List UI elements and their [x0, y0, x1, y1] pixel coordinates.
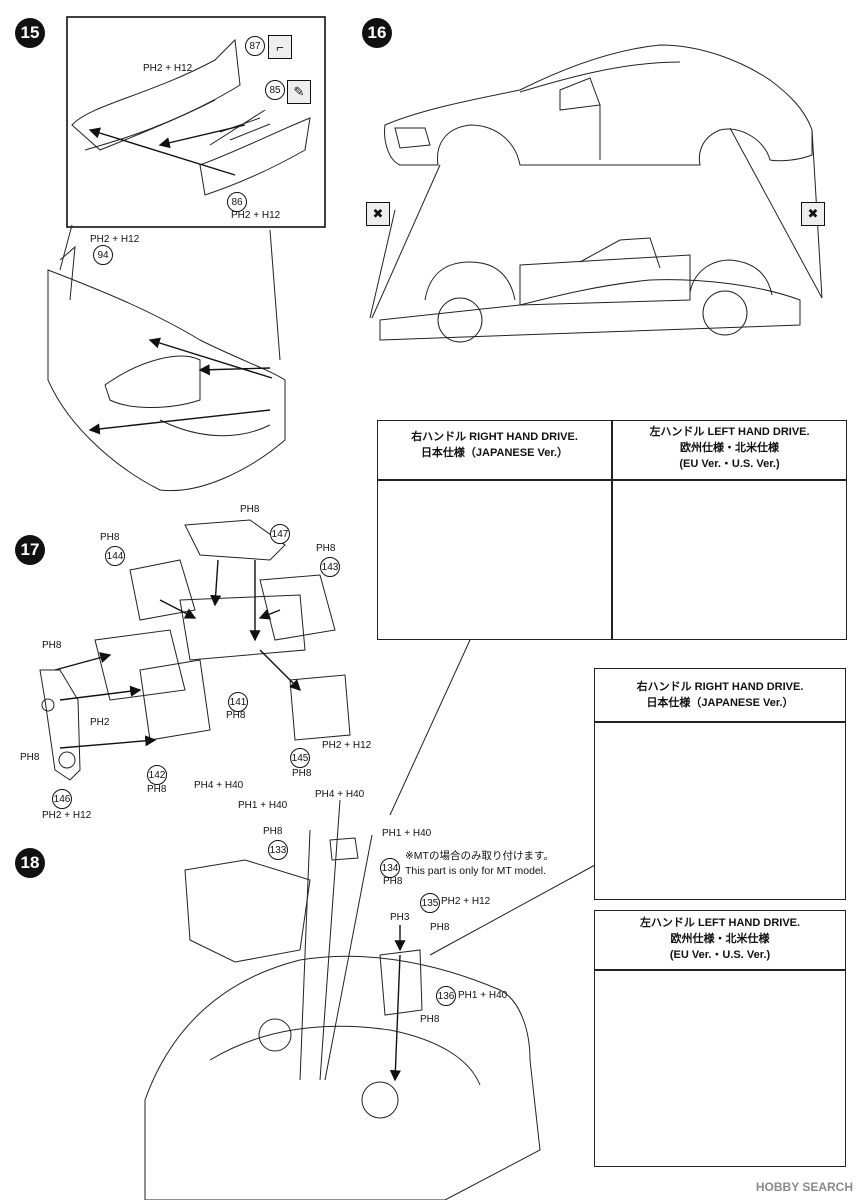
engine-cover-147: [184, 519, 286, 561]
glue-icon: ✎: [287, 80, 311, 104]
engine-left-bank: [94, 629, 186, 701]
engine-assembly-18: [184, 859, 311, 963]
diffuser-outline: [199, 117, 311, 196]
part-135-callout: 135: [420, 893, 440, 913]
paint-code-135c: PH8: [430, 922, 450, 933]
part-85-callout: 85: [265, 80, 285, 100]
paint-code-15a: PH2 + H12: [143, 63, 193, 74]
belt-assembly: [39, 669, 81, 781]
lhd-title-1: 左ハンドル LEFT HAND DRIVE.: [649, 426, 810, 438]
rhd-header-2: 右ハンドル RIGHT HAND DRIVE. 日本仕様（JAPANESE Ve…: [595, 679, 845, 711]
part-87-callout: 87: [245, 36, 265, 56]
part-145: [289, 674, 351, 741]
part-134-callout: 134: [380, 858, 400, 878]
part-133-callout: 133: [268, 840, 288, 860]
part-144: [129, 559, 196, 621]
lhd-subtitle-2: 欧州仕様・北米仕様: [670, 933, 770, 945]
paint-code-142a: PH4 + H40: [194, 780, 244, 791]
part-86-callout: 86: [227, 192, 247, 212]
paint-code-136a: PH1 + H40: [458, 990, 508, 1001]
step-16-badge: 16: [362, 18, 392, 48]
rhd-header-1: 右ハンドル RIGHT HAND DRIVE. 日本仕様（JAPANESE Ve…: [378, 429, 611, 461]
battery-rhd-box: 右ハンドル RIGHT HAND DRIVE. 日本仕様（JAPANESE Ve…: [594, 668, 846, 900]
rhd-title-1: 右ハンドル RIGHT HAND DRIVE.: [411, 431, 578, 443]
mt-note-jp: ※MTの場合のみ取り付けます。: [405, 850, 554, 862]
part-141-callout: 141: [228, 692, 248, 712]
part-144-callout: 144: [105, 546, 125, 566]
tape-icon: ✖: [801, 202, 825, 226]
paint-code-135b: PH3: [390, 912, 410, 923]
cement-icon: ⌐: [268, 35, 292, 59]
rhd-subtitle-1: 日本仕様（JAPANESE Ver.）: [420, 447, 569, 459]
car-front-outline: [144, 955, 541, 1200]
paint-code-144: PH8: [100, 532, 120, 543]
rear-bumper-outline: [71, 38, 241, 151]
paint-code-15c: PH2 + H12: [90, 234, 140, 245]
step15-inset-frame: [66, 16, 326, 228]
part-145-callout: 145: [290, 748, 310, 768]
engine-block: [179, 594, 306, 661]
paint-code-135a: PH2 + H12: [441, 896, 491, 907]
part-143-callout: 143: [320, 557, 340, 577]
part-142: [139, 659, 211, 741]
paint-code-17-pulley: PH2: [90, 717, 110, 728]
battery-lhd-box: 左ハンドル LEFT HAND DRIVE. 欧州仕様・北米仕様 (EU Ver…: [594, 910, 846, 1167]
part-143: [259, 574, 336, 641]
paint-code-134a: PH1 + H40: [382, 828, 432, 839]
lhd-region-2: (EU Ver.・U.S. Ver.): [669, 949, 771, 961]
rhd-subtitle-2: 日本仕様（JAPANESE Ver.）: [646, 697, 794, 709]
paint-code-133: PH8: [263, 826, 283, 837]
paint-code-147: PH8: [240, 504, 260, 515]
paint-code-17-belt: PH8: [20, 752, 40, 763]
step-15-badge: 15: [15, 18, 45, 48]
paint-code-146: PH2 + H12: [42, 810, 92, 821]
mt-note-en: This part is only for MT model.: [405, 865, 547, 877]
paint-code-17-left: PH8: [42, 640, 62, 651]
lhd-header-2: 左ハンドル LEFT HAND DRIVE. 欧州仕様・北米仕様 (EU Ver…: [595, 915, 845, 963]
part-147-callout: 147: [270, 524, 290, 544]
paint-code-136b: PH8: [420, 1014, 440, 1025]
paint-code-145a: PH2 + H12: [322, 740, 372, 751]
part-142-callout: 142: [147, 765, 167, 785]
mount-variant-box: 右ハンドル RIGHT HAND DRIVE. 日本仕様（JAPANESE Ve…: [377, 420, 847, 640]
lhd-region-1: (EU Ver.・U.S. Ver.): [679, 458, 780, 470]
car-rear-outline: [47, 269, 286, 492]
chassis-outline: [379, 279, 801, 341]
hobby-search-watermark: HOBBY SEARCH: [755, 1180, 853, 1194]
lhd-header-1: 左ハンドル LEFT HAND DRIVE. 欧州仕様・北米仕様 (EU Ver…: [613, 424, 846, 472]
lhd-title-2: 左ハンドル LEFT HAND DRIVE.: [639, 917, 801, 929]
car-body-outline: [384, 44, 813, 166]
rhd-title-2: 右ハンドル RIGHT HAND DRIVE.: [636, 681, 804, 693]
battery-box: [379, 949, 423, 1016]
paint-code-18a: PH1 + H40: [238, 800, 288, 811]
paint-code-15b: PH2 + H12: [231, 210, 281, 221]
paint-code-18b: PH4 + H40: [315, 789, 365, 800]
lhd-subtitle-1: 欧州仕様・北米仕様: [680, 442, 779, 454]
step-18-badge: 18: [15, 848, 45, 878]
part-94-callout: 94: [93, 245, 113, 265]
mt-only-note: ※MTの場合のみ取り付けます。 This part is only for MT…: [405, 849, 554, 879]
tape-icon: ✖: [366, 202, 390, 226]
paint-code-134b: PH8: [383, 876, 403, 887]
paint-code-141: PH8: [226, 710, 246, 721]
paint-code-142b: PH8: [147, 784, 167, 795]
paint-code-143: PH8: [316, 543, 336, 554]
part-146-callout: 146: [52, 789, 72, 809]
paint-code-145b: PH8: [292, 768, 312, 779]
part-136-callout: 136: [436, 986, 456, 1006]
step-17-badge: 17: [15, 535, 45, 565]
